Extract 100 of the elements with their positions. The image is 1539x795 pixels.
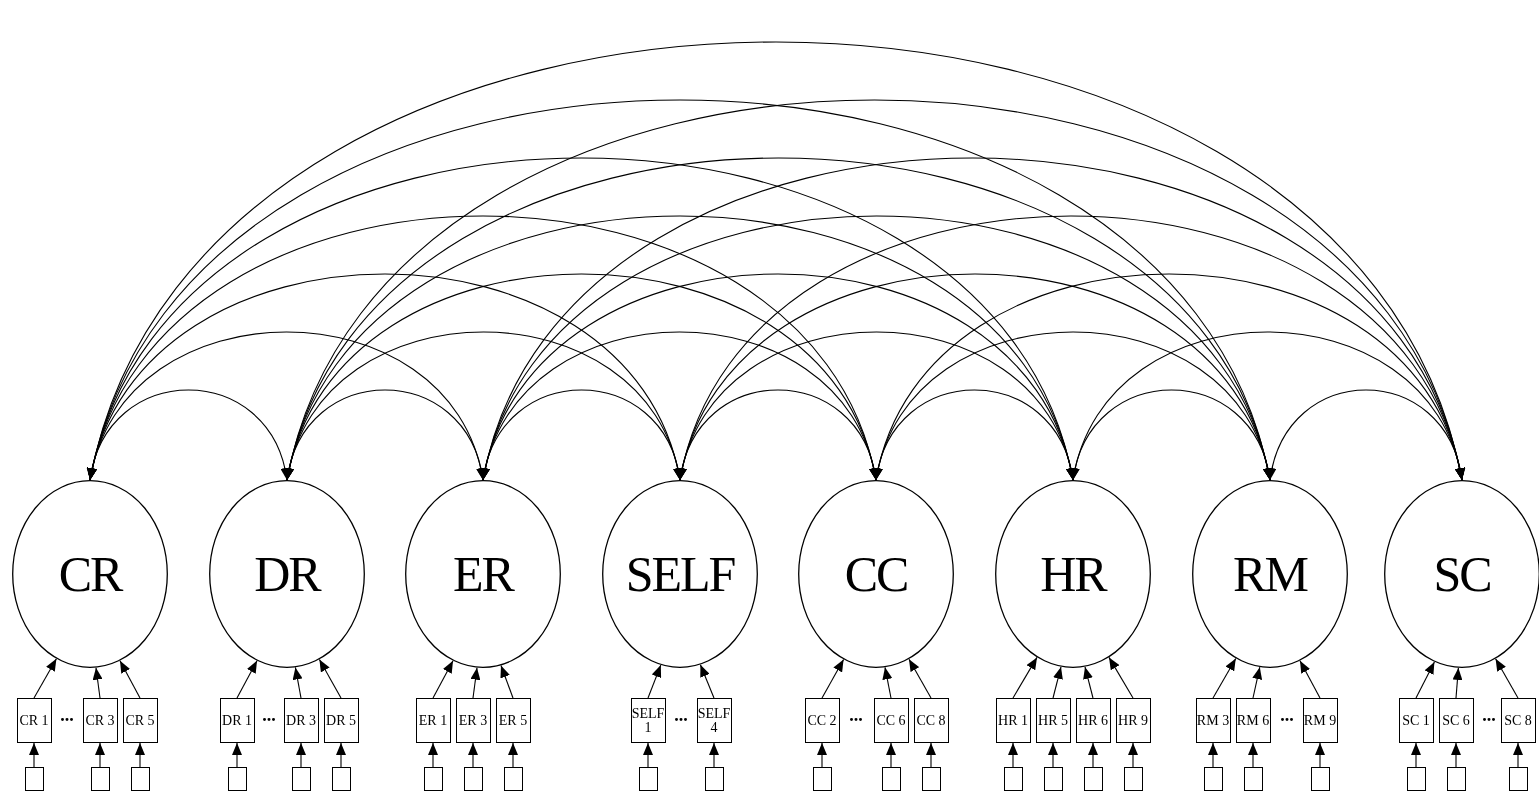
correlation-arrow	[285, 331, 682, 481]
error-term-box	[1003, 767, 1023, 791]
error-term-box	[1446, 767, 1466, 791]
correlation-arrow	[1071, 389, 1272, 481]
error-arrow	[1208, 742, 1218, 768]
ellipsis-mark: ...	[60, 706, 74, 724]
factor-label: CR	[58, 549, 122, 599]
error-term-box	[1123, 767, 1143, 791]
indicator-label: RM 3	[1196, 713, 1230, 728]
loading-arrow	[33, 658, 57, 699]
latent-variable-ellipse	[1192, 480, 1348, 668]
error-arrow	[817, 742, 827, 768]
loading-arrow	[1212, 657, 1237, 699]
error-arrow	[1008, 742, 1018, 768]
error-term-box	[921, 767, 941, 791]
observed-variable-box	[1235, 698, 1271, 743]
latent-variable-ellipse	[602, 480, 758, 668]
factor-label: SC	[1433, 549, 1491, 599]
correlation-arrow	[1071, 331, 1464, 481]
error-term-box	[1310, 767, 1330, 791]
error-term-box	[423, 767, 443, 791]
error-term-box	[704, 767, 724, 791]
observed-variable-box	[1035, 698, 1071, 743]
loading-arrow	[1495, 658, 1519, 699]
error-term-box	[90, 767, 110, 791]
latent-variable-ellipse	[405, 480, 561, 668]
indicator-label: HR 5	[1037, 713, 1069, 728]
indicator-label: RM 6	[1236, 713, 1270, 728]
error-arrow	[468, 742, 478, 768]
indicator-label: HR 1	[997, 713, 1029, 728]
ellipsis-mark: ...	[1280, 706, 1294, 724]
ellipsis-mark: ...	[1482, 706, 1496, 724]
indicator-label: CC 8	[915, 713, 947, 728]
observed-variable-box	[323, 698, 359, 743]
observed-variable-box	[1195, 698, 1231, 743]
indicator-label: SC 1	[1401, 713, 1431, 728]
loading-arrow	[292, 666, 303, 699]
loading-arrow	[821, 658, 845, 699]
error-term-box	[24, 767, 44, 791]
loading-arrow	[500, 664, 514, 699]
error-arrow	[926, 742, 936, 768]
loading-arrow	[1083, 666, 1094, 699]
indicator-label: SELF 4	[697, 706, 731, 735]
error-arrow	[1513, 742, 1523, 768]
observed-variable-box	[804, 698, 840, 743]
error-arrow	[135, 742, 145, 768]
latent-variable-ellipse	[995, 480, 1151, 668]
loading-arrow	[318, 658, 342, 699]
error-arrow	[1048, 742, 1058, 768]
indicator-label: CR 3	[84, 713, 116, 728]
loading-arrow	[1299, 660, 1321, 699]
observed-variable-box	[415, 698, 451, 743]
observed-variable-box	[1500, 698, 1536, 743]
error-term-box	[881, 767, 901, 791]
correlation-arrow	[481, 389, 682, 481]
error-term-box	[1406, 767, 1426, 791]
indicator-label: CR 5	[124, 713, 156, 728]
loading-arrow	[1252, 666, 1263, 699]
indicator-label: SC 8	[1503, 713, 1533, 728]
observed-variable-box	[16, 698, 52, 743]
error-arrow	[709, 742, 719, 768]
observed-variable-box	[1115, 698, 1151, 743]
loading-arrow	[1108, 656, 1134, 699]
error-arrow	[1451, 742, 1461, 768]
observed-variable-box	[1302, 698, 1338, 743]
observed-variable-box	[995, 698, 1031, 743]
indicator-label: ER 3	[457, 713, 489, 728]
indicator-label: DR 5	[325, 713, 357, 728]
loading-arrow	[647, 664, 662, 699]
error-term-box	[1203, 767, 1223, 791]
correlation-arrow	[678, 389, 878, 481]
ellipsis-mark: ...	[262, 706, 276, 724]
error-term-box	[1243, 767, 1263, 791]
loading-arrow	[92, 667, 103, 699]
indicator-label: HR 9	[1117, 713, 1149, 728]
correlation-arrow	[88, 331, 485, 481]
correlation-arrow	[1268, 389, 1464, 481]
error-term-box	[463, 767, 483, 791]
error-arrow	[1315, 742, 1325, 768]
error-arrow	[428, 742, 438, 768]
indicator-label: SELF 1	[631, 706, 665, 735]
loading-arrow	[432, 660, 454, 699]
observed-variable-box	[82, 698, 118, 743]
indicator-label: SC 6	[1441, 713, 1471, 728]
indicator-label: HR 6	[1077, 713, 1109, 728]
error-term-box	[1043, 767, 1063, 791]
error-term-box	[812, 767, 832, 791]
indicator-label: ER 1	[417, 713, 449, 728]
error-arrow	[1128, 742, 1138, 768]
error-term-box	[227, 767, 247, 791]
correlation-arrow	[481, 331, 878, 481]
latent-variable-ellipse	[798, 480, 954, 668]
correlation-arrow	[874, 331, 1272, 481]
factor-label: CC	[844, 549, 908, 599]
error-arrow	[1248, 742, 1258, 768]
error-arrow	[643, 742, 653, 768]
loading-arrow	[699, 664, 715, 699]
indicator-label: DR 1	[221, 713, 253, 728]
correlation-arrow	[874, 389, 1075, 481]
error-term-box	[291, 767, 311, 791]
